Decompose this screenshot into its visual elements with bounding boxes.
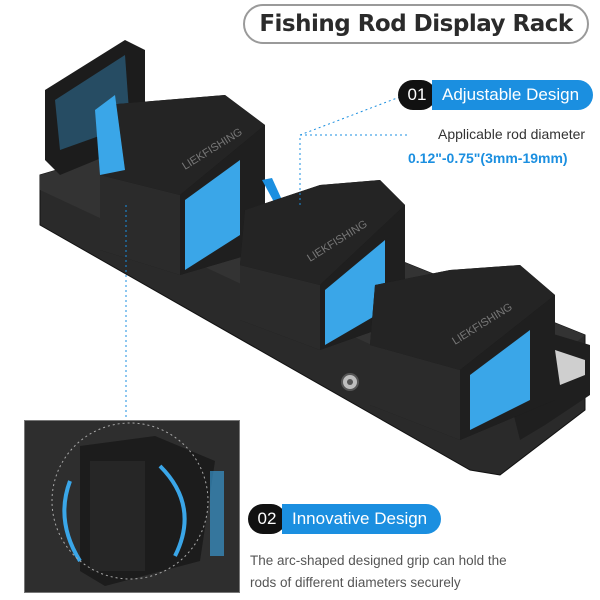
detail-inset [24,420,240,593]
feature-label-1: Adjustable Design [432,80,594,110]
feature-label-2: Innovative Design [282,504,442,534]
blue-grip-1 [185,160,240,270]
blue-grip-3 [470,330,530,430]
feature-number-1: 01 [398,80,436,110]
feature-badge-1: 01 Adjustable Design [398,80,594,110]
page-title: Fishing Rod Display Rack [259,11,573,37]
description-line-1: The arc-shaped designed grip can hold th… [250,553,507,568]
spec-label: Applicable rod diameter [438,126,586,142]
title-banner: Fishing Rod Display Rack [243,4,589,44]
rod-holder-3: LIEKFISHING [370,265,555,440]
feature-badge-2: 02 Innovative Design [248,504,442,534]
spec-value: 0.12"-0.75"(3mm-19mm) [408,150,568,166]
rod-holder-2: LIEKFISHING [240,180,405,350]
blue-grip-2 [325,240,385,345]
feature-number-2: 02 [248,504,286,534]
description-line-2: rods of different diameters securely [250,575,461,590]
feature-description: The arc-shaped designed grip can hold th… [250,550,560,594]
rod-holder-1: LIEKFISHING [95,95,265,275]
